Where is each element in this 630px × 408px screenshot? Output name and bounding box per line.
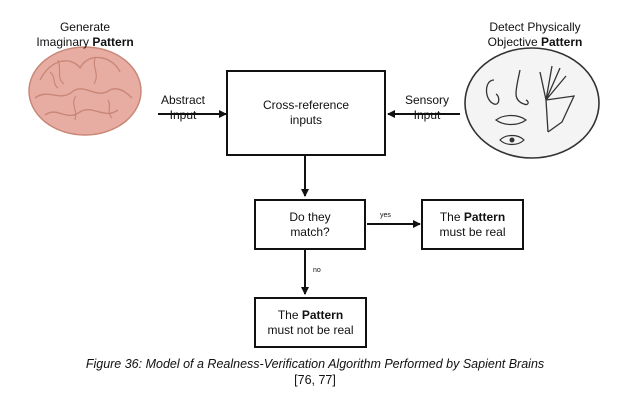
decision-line1: Do they bbox=[289, 209, 331, 224]
cross-reference-line1: Cross-reference bbox=[262, 98, 350, 112]
cross-reference-line2: inputs bbox=[289, 113, 323, 127]
generate-line1: Generate bbox=[59, 20, 111, 34]
not-real-prefix: The bbox=[277, 307, 302, 322]
real-prefix: The bbox=[439, 209, 464, 224]
senses-icon bbox=[464, 47, 600, 159]
sensory-input-line2: Input bbox=[413, 108, 441, 122]
generate-pattern-label: Generate Imaginary Pattern bbox=[20, 20, 150, 50]
detect-pattern-word: Pattern bbox=[541, 35, 583, 49]
figure-caption: Figure 36: Model of a Realness-Verificat… bbox=[0, 356, 630, 388]
generate-pattern-word: Pattern bbox=[92, 35, 134, 49]
must-be-real-box: The Pattern must be real bbox=[421, 199, 524, 250]
not-real-pattern-word: Pattern bbox=[301, 307, 344, 322]
must-not-be-real-box: The Pattern must not be real bbox=[254, 297, 367, 348]
not-real-line2: must not be real bbox=[267, 322, 354, 337]
abstract-input-line1: Abstract bbox=[160, 93, 205, 107]
real-pattern-word: Pattern bbox=[463, 209, 506, 224]
cross-reference-box: Cross-reference inputs bbox=[226, 70, 386, 156]
real-line2: must be real bbox=[439, 224, 506, 239]
detect-line1: Detect Physically bbox=[489, 20, 581, 34]
abstract-input-label: Abstract Input bbox=[158, 93, 208, 123]
detect-line2-prefix: Objective bbox=[487, 35, 541, 49]
caption-line1: Figure 36: Model of a Realness-Verificat… bbox=[85, 357, 545, 371]
sensory-input-line1: Sensory bbox=[404, 93, 450, 107]
abstract-input-line2: Input bbox=[169, 108, 197, 122]
no-label: no bbox=[313, 267, 321, 274]
yes-label: yes bbox=[380, 212, 391, 219]
caption-line2: [76, 77] bbox=[294, 373, 336, 387]
sensory-input-label: Sensory Input bbox=[400, 93, 454, 123]
decision-line2: match? bbox=[290, 224, 330, 239]
match-decision-box: Do they match? bbox=[254, 199, 366, 250]
generate-line2-prefix: Imaginary bbox=[36, 35, 93, 49]
brain-icon bbox=[28, 46, 142, 136]
detect-pattern-label: Detect Physically Objective Pattern bbox=[470, 20, 600, 50]
